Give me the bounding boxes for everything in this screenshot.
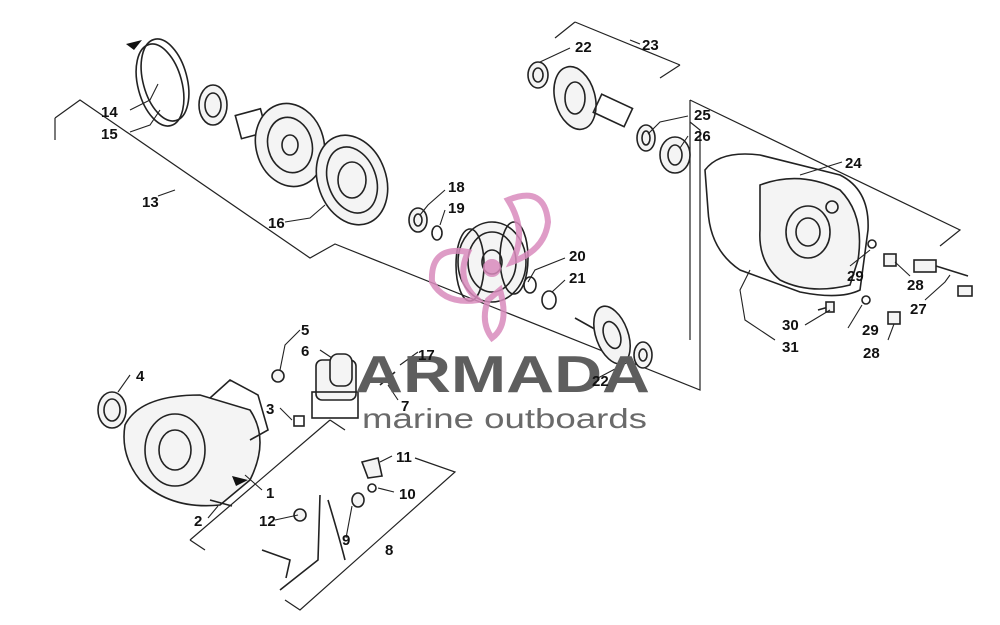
callout-28-bottom: 28: [863, 345, 880, 362]
snap-ring-assembly: [126, 38, 190, 127]
output-gear-shaft: [574, 305, 653, 369]
callout-12: 12: [259, 513, 276, 530]
callout-16: 16: [268, 215, 285, 232]
main-housing: [97, 379, 269, 507]
callout-4: 4: [136, 368, 145, 385]
callout-26: 26: [694, 128, 711, 145]
callout-29-top: 29: [847, 268, 864, 285]
callout-6: 6: [301, 343, 309, 360]
callout-19: 19: [448, 200, 465, 217]
callout-3: 3: [266, 401, 274, 418]
callout-27: 27: [910, 301, 927, 318]
callout-30: 30: [782, 317, 799, 334]
callout-18: 18: [448, 179, 465, 196]
input-gear-shaft: [527, 61, 691, 174]
watermark-brand: ARMADA: [355, 346, 650, 404]
callout-29-bottom: 29: [862, 322, 879, 339]
callout-11: 11: [396, 449, 412, 466]
ring-gear-drum: [234, 102, 326, 188]
shift-linkage: [261, 457, 383, 591]
armada-logo-icon: [428, 192, 552, 343]
callout-1: 1: [266, 485, 274, 502]
callout-22-bottom: 22: [592, 373, 609, 390]
gearcase-cover: [704, 153, 869, 297]
watermark-tagline: marine outboards: [362, 403, 647, 434]
group-frames: [54, 21, 962, 611]
callout-2: 2: [194, 513, 202, 530]
callout-20: 20: [569, 248, 586, 265]
callout-17: 17: [418, 347, 435, 364]
callout-7: 7: [401, 398, 409, 415]
callout-10: 10: [399, 486, 416, 503]
callout-21: 21: [569, 270, 586, 287]
callout-9: 9: [342, 532, 350, 549]
callout-15: 15: [101, 126, 118, 143]
callout-labels: 1 2 3 4 5 6 7 8 9 10 11 12 13 14 15 16 1…: [101, 37, 927, 559]
washer-pair-18-19: [408, 207, 443, 241]
shift-motor: [271, 353, 396, 427]
callout-23: 23: [642, 37, 659, 54]
callout-8: 8: [385, 542, 393, 559]
callout-13: 13: [142, 194, 159, 211]
callout-31: 31: [782, 339, 799, 356]
carrier-housing: [315, 134, 389, 226]
callout-14: 14: [101, 104, 118, 121]
callout-28-top: 28: [907, 277, 924, 294]
callout-25: 25: [694, 107, 711, 124]
cover-hardware: [817, 239, 973, 325]
callout-22-top: 22: [575, 39, 592, 56]
bearing-part: [198, 84, 228, 126]
callout-24: 24: [845, 155, 862, 172]
callout-5: 5: [301, 322, 309, 339]
direction-arrow-icon: [232, 476, 248, 486]
leader-lines: [117, 39, 951, 539]
direction-arrow-icon: [126, 40, 142, 50]
